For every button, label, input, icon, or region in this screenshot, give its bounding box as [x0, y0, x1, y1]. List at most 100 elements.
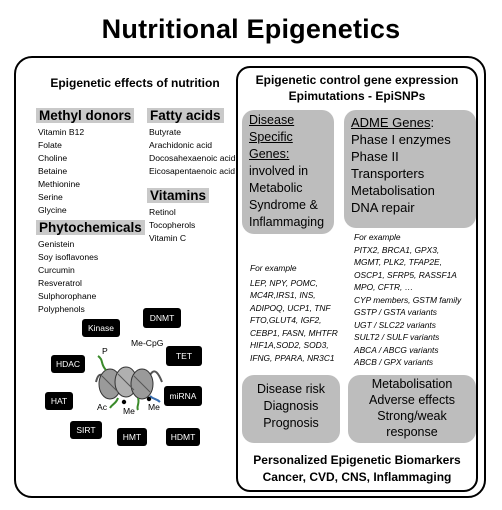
example-line: SULT2 / SULF variants — [354, 332, 440, 342]
disease-genes-text: Disease Specific Genes: involved in Meta… — [249, 112, 324, 231]
example-line: ABCB / GPX variants — [354, 357, 434, 367]
adme-genes-box — [344, 110, 476, 228]
disease-heading-line: Genes: — [249, 147, 290, 161]
tet-box: TET — [166, 346, 202, 366]
example-line: MC4R,IRS1, INS, — [250, 290, 316, 300]
phytochemicals-list: Genistein Soy isoflavones Curcumin Resve… — [38, 238, 98, 316]
example-line: MPO, CFTR, … — [354, 282, 414, 292]
list-item: Curcumin — [38, 265, 75, 275]
list-item: Butyrate — [149, 127, 182, 137]
sirt-label: SIRT — [76, 425, 96, 435]
example-line: For example — [250, 263, 297, 273]
nucleosome-icon — [95, 355, 163, 411]
list-item: Eicosapentaenoic acid — [149, 166, 235, 176]
example-line: CEBP1, FASN, MHTFR — [250, 327, 338, 338]
methyl-mark-1: Me — [123, 406, 135, 416]
phospho-mark: P — [102, 346, 108, 356]
list-item: Choline — [38, 153, 68, 163]
hat-box: HAT — [45, 392, 73, 410]
methyl-mark-2: Me — [148, 402, 160, 412]
example-line: CYP members, GSTM family — [354, 294, 462, 305]
dnmt-box: DNMT — [143, 308, 181, 328]
example-line: MGMT, PLK2, TFAP2E, — [354, 257, 442, 267]
vitamins-list: Retinol Tocopherols Vitamin C — [149, 206, 195, 245]
disease-examples-list: For example LEP, NPY, POMC, MC4R,IRS1, I… — [250, 262, 338, 364]
hdmt-label: HDMT — [170, 432, 196, 442]
disease-text-line: Inflammaging — [249, 215, 325, 229]
list-item: Resveratrol — [38, 278, 82, 288]
dnmt-label: DNMT — [149, 313, 175, 323]
adme-heading-underlined: ADME Genes — [351, 115, 431, 130]
fatty-acids-list: Butyrate Arachidonic acid Docosahexaenoi… — [149, 126, 235, 178]
list-item: Genistein — [38, 239, 75, 249]
example-line: FTO,GLUT4, IGF2, — [250, 315, 322, 325]
example-line: ABCA / ABCG variants — [354, 344, 439, 355]
list-item: Docosahexaenoic acid — [149, 153, 236, 163]
hmt-label: HMT — [122, 432, 142, 442]
me-cpg-mark: Me-CpG — [131, 338, 164, 348]
phytochemicals-label: Phytochemicals — [36, 220, 145, 235]
list-item: Vitamin B12 — [38, 127, 85, 137]
risk-line: Prognosis — [263, 416, 319, 430]
hmt-box: HMT — [117, 428, 147, 446]
list-item: Retinol — [149, 207, 176, 217]
biomarkers-heading: Personalized Epigenetic Biomarkers — [253, 453, 461, 467]
adme-text-line: Transporters — [351, 166, 425, 181]
list-item: Vitamin C — [149, 233, 187, 243]
disease-risk-text: Disease risk Diagnosis Prognosis — [242, 381, 340, 432]
adme-examples-list: For example PITX2, BRCA1, GPX3, MGMT, PL… — [354, 231, 461, 369]
disease-text-line: involved in — [249, 164, 309, 178]
metab-line: Strong/weak — [377, 409, 447, 423]
list-item: Sulphorophane — [38, 291, 97, 301]
disease-text-line: Metabolic — [249, 181, 303, 195]
fatty-acids-label: Fatty acids — [147, 108, 224, 123]
example-line: HIF1A,SOD2, SOD3, — [250, 340, 329, 350]
methyl-donors-label: Methyl donors — [36, 108, 135, 123]
outer-frame — [14, 56, 486, 498]
list-item: Methionine — [38, 179, 81, 189]
hat-label: HAT — [50, 396, 68, 406]
mirna-label: miRNA — [169, 391, 197, 401]
diagram-title: Nutritional Epigenetics — [101, 14, 401, 44]
adme-heading-suffix: : — [430, 115, 435, 130]
metabolisation-text: Metabolisation Adverse effects Strong/we… — [348, 376, 476, 440]
kinase-box: Kinase — [82, 319, 120, 337]
list-item: Serine — [38, 192, 63, 202]
adme-heading: ADME Genes: — [351, 114, 451, 131]
disease-heading-line: Disease — [249, 113, 295, 127]
right-heading-2: Epimutations - EpiSNPs — [288, 89, 426, 103]
hdmt-box: HDMT — [166, 428, 200, 446]
acetyl-mark: Ac — [97, 402, 108, 412]
left-heading: Epigenetic effects of nutrition — [50, 76, 220, 90]
example-line: PITX2, BRCA1, GPX3, — [354, 244, 440, 255]
metabolisation-box — [348, 375, 476, 443]
disease-areas-heading: Cancer, CVD, CNS, Inflammaging — [262, 470, 452, 484]
kinase-label: Kinase — [88, 323, 114, 333]
list-item: Tocopherols — [149, 220, 196, 230]
example-line: IFNG, PPARA, NR3C1 — [250, 352, 335, 363]
example-line: ADIPOQ, UCP1, TNF — [250, 302, 331, 313]
adme-text-line: Metabolisation — [351, 183, 435, 198]
list-item: Polyphenols — [38, 304, 85, 314]
mirna-box: miRNA — [164, 386, 202, 406]
vitamins-label: Vitamins — [147, 188, 210, 203]
hdac-label: HDAC — [55, 359, 81, 369]
adme-text-line: Phase I enzymes — [351, 132, 451, 147]
list-item: Arachidonic acid — [149, 140, 213, 150]
example-line: LEP, NPY, POMC, — [250, 277, 318, 288]
risk-line: Diagnosis — [263, 399, 319, 413]
example-line: UGT / SLC22 variants — [354, 319, 436, 330]
disease-heading-line: Specific — [249, 130, 293, 144]
metab-line: Adverse effects — [369, 393, 455, 407]
right-heading-1: Epigenetic control gene expression — [255, 73, 459, 87]
hdac-box: HDAC — [51, 355, 85, 373]
example-line: GSTP / GSTA variants — [354, 307, 437, 317]
list-item: Folate — [38, 140, 62, 150]
list-item: Betaine — [38, 166, 68, 176]
adme-text-line: Phase II — [351, 149, 399, 164]
disease-risk-box — [242, 375, 340, 443]
list-item: Soy isoflavones — [38, 252, 99, 262]
tet-label: TET — [175, 351, 193, 361]
disease-genes-box — [242, 110, 334, 234]
metab-line: Metabolisation — [371, 377, 453, 391]
